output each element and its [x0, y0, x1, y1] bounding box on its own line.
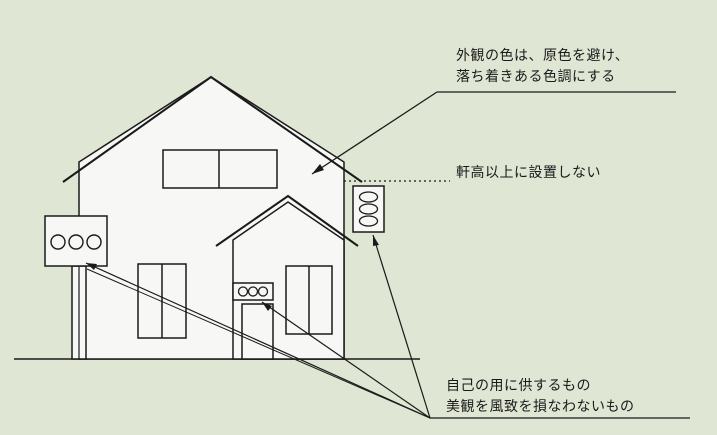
color-note-leader: [311, 91, 438, 175]
leader-to-door-sign: [261, 301, 431, 419]
pole-sign: [44, 215, 108, 267]
leader-to-pole-sign: [85, 262, 431, 419]
wall-sign-oval: [358, 215, 379, 227]
arrowhead: [373, 235, 379, 246]
door-sign-circle: [247, 286, 259, 297]
pole-sign-circle: [86, 234, 102, 250]
pole-sign-circle: [68, 234, 84, 250]
arrowhead: [262, 302, 272, 311]
sign-note-line2: 美観を風致を損なわないもの: [446, 399, 635, 415]
color-note-line1: 外観の色は、原色を避け、: [456, 48, 630, 64]
sign-note-line1: 自己の用に供するもの: [446, 378, 591, 394]
wall-sign: [352, 185, 385, 233]
leader-to-pole-base: [86, 268, 431, 419]
main-roof: [62, 75, 363, 183]
annex-roof: [215, 194, 359, 247]
door: [241, 303, 274, 360]
arrowhead: [86, 263, 97, 270]
door-sign-circle: [237, 286, 249, 297]
door-sign-circle: [257, 286, 269, 297]
color-note: 外観の色は、原色を避け、 落ち着きある色調にする: [456, 46, 629, 88]
color-note-line2: 落ち着きある色調にする: [456, 69, 616, 85]
leader-to-wall-sign: [372, 234, 431, 419]
pole-sign-circle: [50, 234, 66, 250]
wall-sign-oval: [358, 203, 379, 215]
upper-window: [162, 149, 278, 189]
eave-note: 軒高以上に設置しない: [456, 165, 601, 181]
sign-note: 自己の用に供するもの 美観を風致を損なわないもの: [446, 376, 635, 418]
arrowhead: [312, 164, 324, 174]
wall-sign-oval: [358, 191, 379, 203]
